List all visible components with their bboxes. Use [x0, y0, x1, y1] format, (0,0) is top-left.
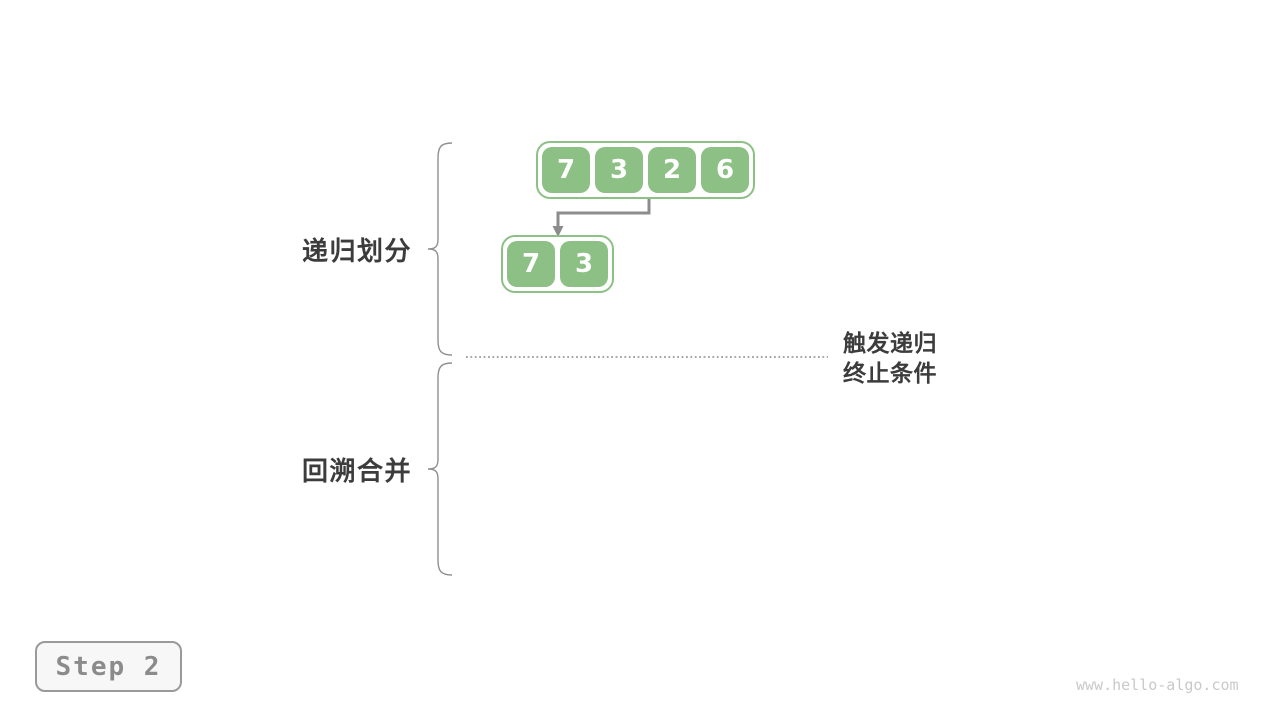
array-cell: 7 [507, 241, 555, 287]
backtrack-merge-brace [427, 362, 453, 576]
divide-arrow-line [556, 198, 651, 228]
watermark: www.hello-algo.com [1076, 676, 1239, 694]
termination-note-line1: 触发递归 [843, 330, 937, 356]
step-badge: Step 2 [35, 641, 182, 692]
array-cell: 3 [560, 241, 608, 287]
termination-note-line2: 终止条件 [843, 360, 937, 386]
recursive-divide-label: 递归划分 [302, 236, 413, 266]
array-cell: 2 [648, 147, 696, 193]
recursive-divide-brace [427, 142, 453, 356]
array-left-child: 7 3 [501, 235, 614, 293]
array-cell: 6 [701, 147, 749, 193]
termination-note: 触发递归 终止条件 [843, 328, 937, 388]
array-cell: 3 [595, 147, 643, 193]
array-cell: 7 [542, 147, 590, 193]
array-top: 7 3 2 6 [536, 141, 755, 199]
backtrack-merge-label: 回溯合并 [302, 456, 413, 486]
